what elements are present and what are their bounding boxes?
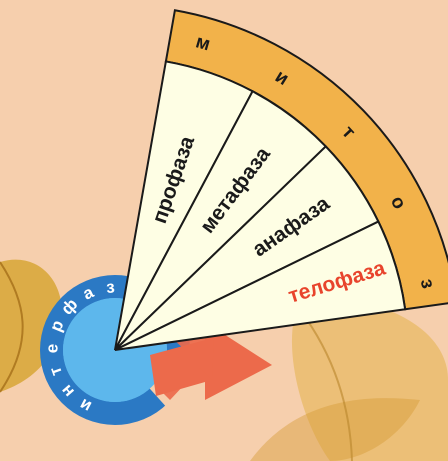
interphase-letter: е xyxy=(42,344,61,354)
interphase-letter: з xyxy=(106,277,116,297)
